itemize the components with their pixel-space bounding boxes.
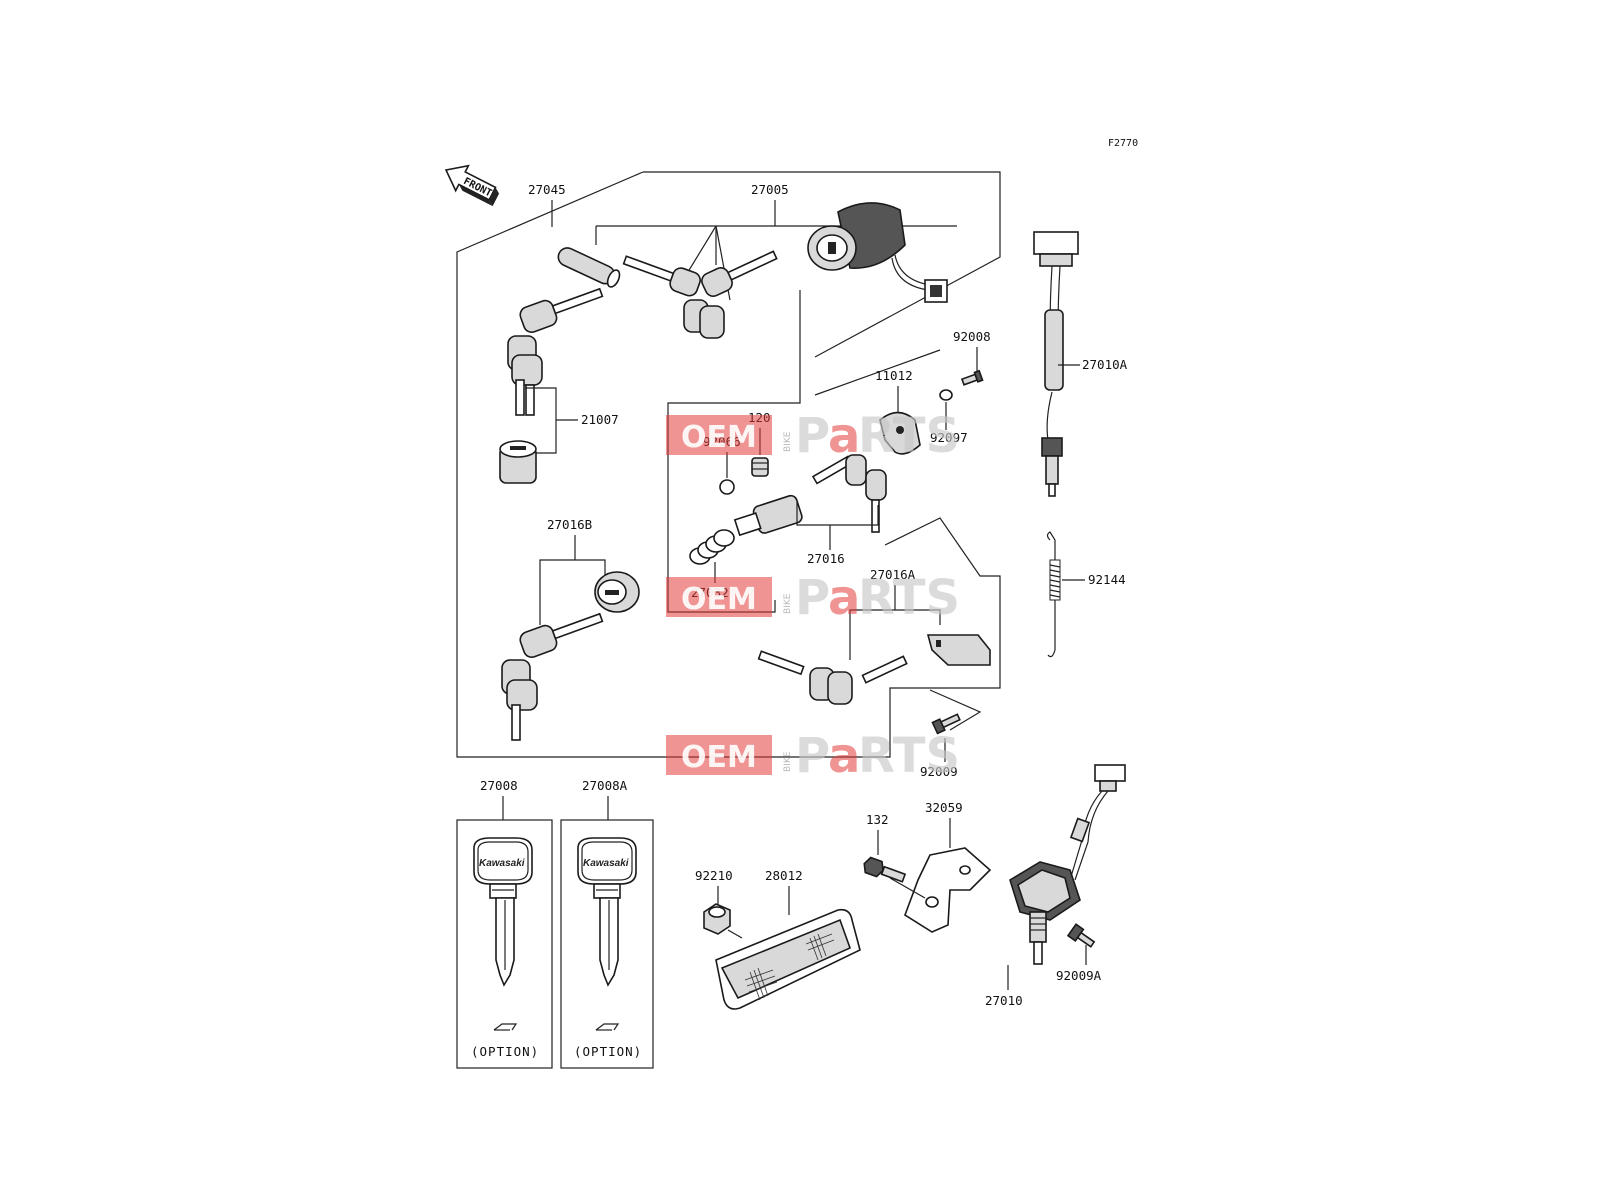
label-27010A: 27010A bbox=[1082, 357, 1128, 372]
watermark-1: OEM BIKE P a RTS bbox=[666, 408, 960, 464]
switch-27010 bbox=[1009, 764, 1126, 965]
svg-text:OEM: OEM bbox=[681, 582, 757, 617]
label-27008A: 27008A bbox=[582, 778, 628, 793]
spring-27032 bbox=[689, 529, 735, 565]
key-brand-27008A: Kawasaki bbox=[583, 858, 629, 869]
label-11012: 11012 bbox=[875, 368, 913, 383]
option-label-27008: (OPTION) bbox=[471, 1044, 539, 1059]
label-27005: 27005 bbox=[751, 182, 789, 197]
label-27010: 27010 bbox=[985, 993, 1023, 1008]
label-27045: 27045 bbox=[528, 182, 566, 197]
label-32059: 32059 bbox=[925, 800, 963, 815]
svg-text:BIKE: BIKE bbox=[783, 593, 793, 614]
switch-27010A bbox=[1041, 391, 1063, 497]
inner-lock-box bbox=[667, 290, 801, 613]
label-27016: 27016 bbox=[807, 551, 845, 566]
main-assembly-outline bbox=[456, 171, 1001, 758]
bracket-32059 bbox=[904, 847, 992, 933]
harness-sleeve bbox=[1044, 309, 1064, 391]
screw-92008 bbox=[960, 369, 984, 386]
lock-27016A bbox=[926, 634, 991, 666]
svg-text:P: P bbox=[795, 570, 830, 626]
svg-text:BIKE: BIKE bbox=[783, 751, 793, 772]
key-pair-27005 bbox=[622, 250, 778, 339]
ignition-switch bbox=[807, 202, 948, 303]
key-27008A: Kawasaki bbox=[577, 837, 637, 1031]
lock-cylinder-27016 bbox=[733, 494, 803, 537]
svg-text:OEM: OEM bbox=[681, 740, 757, 775]
screw-92009 bbox=[931, 713, 961, 735]
washer-92097 bbox=[939, 389, 953, 401]
svg-text:P: P bbox=[795, 408, 830, 464]
label-92097: 92097 bbox=[930, 430, 968, 445]
option-box-27008A bbox=[560, 819, 654, 1069]
label-21007: 21007 bbox=[581, 412, 619, 427]
key-brand-27008: Kawasaki bbox=[479, 858, 525, 869]
reflector-28012 bbox=[715, 908, 861, 1010]
watermark-3: OEM BIKE P a RTS bbox=[666, 728, 960, 784]
screw-120 bbox=[751, 457, 769, 477]
keys-27016A bbox=[757, 650, 908, 705]
label-27008: 27008 bbox=[480, 778, 518, 793]
svg-text:OEM: OEM bbox=[681, 420, 757, 455]
keys-27016B bbox=[501, 612, 604, 741]
svg-text:BIKE: BIKE bbox=[783, 431, 793, 452]
keys-27016 bbox=[811, 454, 887, 533]
svg-text:a: a bbox=[828, 728, 860, 784]
watermark-2: OEM BIKE P a RTS bbox=[666, 570, 960, 626]
cam-plate-11012 bbox=[879, 411, 921, 455]
figure-code: F2770 bbox=[1108, 138, 1138, 149]
lock-27016B bbox=[594, 571, 640, 613]
key-27008: Kawasaki bbox=[473, 837, 533, 1031]
cylinder-pin bbox=[557, 247, 621, 288]
front-arrow-icon: FRONT bbox=[444, 164, 500, 207]
label-27016A: 27016A bbox=[870, 567, 916, 582]
screw-92009A bbox=[1066, 923, 1096, 948]
label-92008: 92008 bbox=[953, 329, 991, 344]
svg-text:a: a bbox=[828, 408, 860, 464]
nut-92210 bbox=[703, 903, 731, 935]
label-132: 132 bbox=[866, 812, 889, 827]
svg-text:RTS: RTS bbox=[858, 728, 960, 784]
bolt-132 bbox=[863, 856, 907, 883]
svg-text:RTS: RTS bbox=[858, 570, 960, 626]
label-28012: 28012 bbox=[765, 868, 803, 883]
seat-lock-cap bbox=[499, 440, 537, 484]
label-92009: 92009 bbox=[920, 764, 958, 779]
label-92210: 92210 bbox=[695, 868, 733, 883]
connector-27010A bbox=[1033, 231, 1079, 267]
svg-text:a: a bbox=[828, 570, 860, 626]
svg-text:RTS: RTS bbox=[858, 408, 960, 464]
keys-21007 bbox=[507, 287, 604, 416]
spring-92144 bbox=[1046, 531, 1061, 658]
ball-92066 bbox=[719, 479, 735, 495]
label-27016B: 27016B bbox=[547, 517, 592, 532]
label-92144: 92144 bbox=[1088, 572, 1126, 587]
option-label-27008A: (OPTION) bbox=[574, 1044, 642, 1059]
label-92009A: 92009A bbox=[1056, 968, 1102, 983]
svg-text:P: P bbox=[795, 728, 830, 784]
option-box-27008 bbox=[456, 819, 553, 1069]
